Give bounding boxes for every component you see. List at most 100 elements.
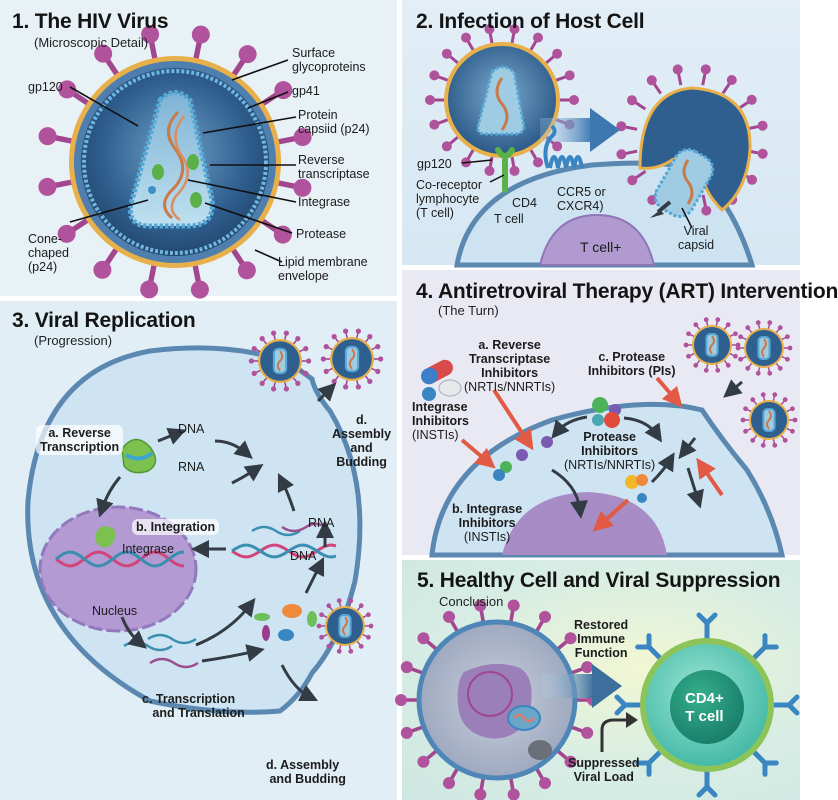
label-integrase: Integrase — [122, 542, 175, 556]
viral-rna — [682, 159, 694, 205]
spike-head — [647, 195, 658, 206]
spike-head — [787, 345, 793, 351]
spike-head — [755, 370, 761, 376]
spike-head — [316, 623, 322, 629]
label-assembly-budding-bottom: d. Assembly and Budding — [266, 758, 346, 786]
spike-head — [725, 322, 731, 328]
progress-arrow-shaft — [542, 674, 594, 698]
spike-head — [745, 365, 751, 371]
spike-head — [533, 157, 543, 168]
spike-head — [746, 94, 757, 105]
spike-head — [323, 343, 329, 350]
label-rna: RNA — [178, 460, 205, 474]
spike-head — [750, 397, 756, 403]
spike-head — [735, 345, 741, 351]
panel-title: 1. The HIV Virus — [12, 10, 169, 33]
spike-head — [355, 328, 362, 334]
spike-head — [782, 437, 788, 443]
spike-head — [417, 632, 430, 645]
spike-head — [270, 386, 277, 392]
spike-head — [295, 335, 301, 342]
spike-head — [539, 610, 551, 623]
label-nucleus: Nucleus — [92, 604, 138, 618]
spike-head — [740, 417, 746, 423]
spike-head — [507, 788, 520, 800]
label-gp120: gp120 — [28, 80, 63, 94]
spike-head — [790, 406, 795, 412]
spike-head — [38, 177, 57, 196]
panel-subtitle: (The Turn) — [438, 303, 499, 318]
spike-head — [375, 343, 381, 350]
spike-head — [355, 384, 362, 390]
spike-head — [533, 32, 543, 43]
panel-title: 4. Antiretroviral Therapy (ART) Interven… — [416, 280, 838, 303]
spike-head — [320, 356, 327, 362]
spike-head — [251, 345, 257, 352]
spike-head — [733, 353, 738, 359]
inhibitor-arrows — [460, 376, 724, 532]
spike-head — [743, 428, 748, 434]
label-integrase: Integrase — [298, 195, 351, 209]
spike-head — [366, 634, 371, 640]
panel-subtitle: (Microscopic Detail) — [34, 35, 149, 50]
receptor-arm — [704, 784, 718, 798]
spike-head — [141, 25, 160, 44]
spike-head — [581, 726, 594, 739]
spike-head — [616, 149, 627, 160]
label-cd4-t-cell: CD4+T cell — [685, 690, 724, 725]
panel-title: 3. Viral Replication — [12, 309, 196, 332]
viral-rna — [163, 110, 185, 220]
callout-arrows — [461, 159, 693, 229]
spike-head — [646, 75, 657, 86]
spike-head — [755, 320, 761, 326]
spike-head — [303, 370, 309, 377]
spike-head — [251, 370, 257, 377]
spike-head — [539, 777, 551, 790]
panel-art-intervention: 4. Antiretroviral Therapy (ART) Interven… — [402, 270, 838, 558]
virion-rna — [342, 616, 348, 636]
spike-head — [400, 661, 413, 674]
spike-head — [305, 358, 312, 364]
spike-head — [703, 367, 709, 373]
process-arrows — [551, 379, 743, 519]
host-nucleus — [538, 213, 656, 266]
spike-head — [474, 788, 487, 800]
spike-head — [772, 442, 778, 448]
spike-head — [701, 205, 712, 216]
spike-head — [626, 95, 637, 106]
spike-head — [750, 437, 756, 443]
helix-strand — [55, 550, 185, 568]
label-t-cell: T cell — [494, 212, 524, 226]
spike-head — [425, 95, 435, 105]
spike-head — [326, 603, 332, 609]
virion-rna — [761, 338, 767, 358]
spike-head — [358, 603, 364, 609]
spike-head — [441, 48, 452, 59]
spike-head — [552, 48, 563, 59]
art-illustration — [421, 317, 798, 558]
spike-head — [738, 356, 743, 362]
spike-head — [336, 648, 342, 654]
spike-head — [237, 261, 256, 280]
spike-head — [38, 127, 57, 146]
spike-head — [686, 331, 691, 337]
spike-head — [331, 333, 337, 340]
spike-head — [94, 44, 113, 63]
cd4-receptor — [495, 147, 515, 193]
spike-head — [259, 335, 265, 342]
label-gp41: gp41 — [292, 84, 320, 98]
reverse-transcriptase-enzyme — [121, 438, 157, 474]
panel-title: 5. Healthy Cell and Viral Suppression — [417, 569, 781, 592]
healthy-cell-illustration — [395, 599, 800, 800]
receptor-arm — [696, 612, 710, 626]
spike-head — [367, 333, 373, 340]
spike-head — [581, 661, 594, 674]
reverse-transcriptase-icon — [187, 154, 199, 170]
